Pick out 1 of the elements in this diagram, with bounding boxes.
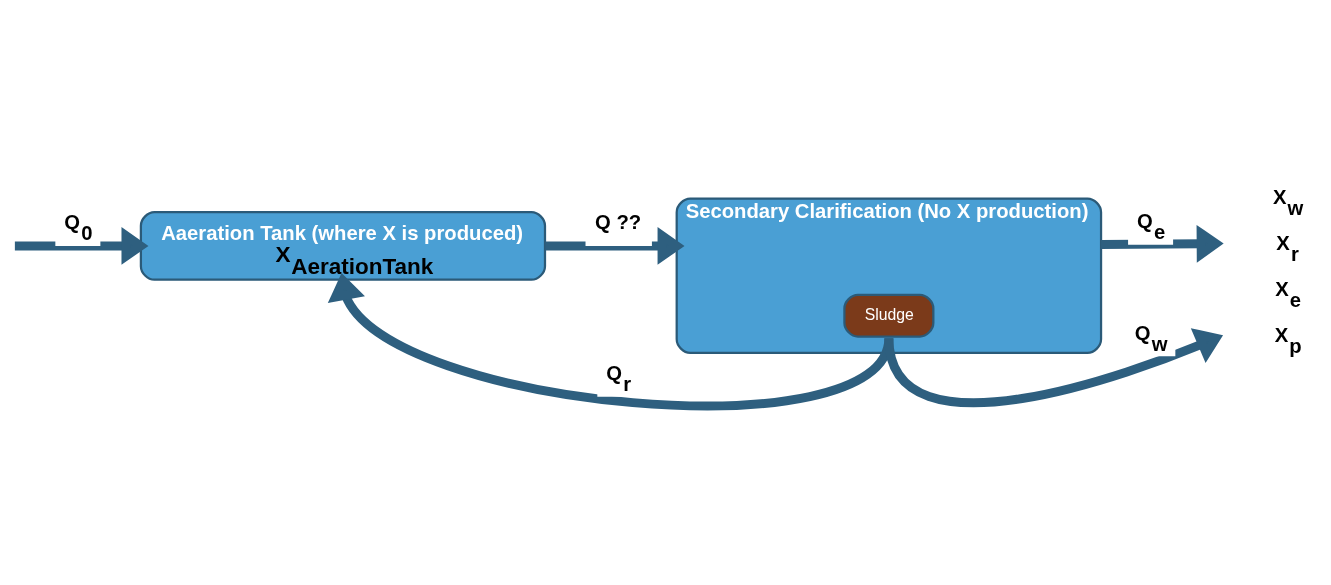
edge-label: Q ??: [594, 210, 641, 233]
